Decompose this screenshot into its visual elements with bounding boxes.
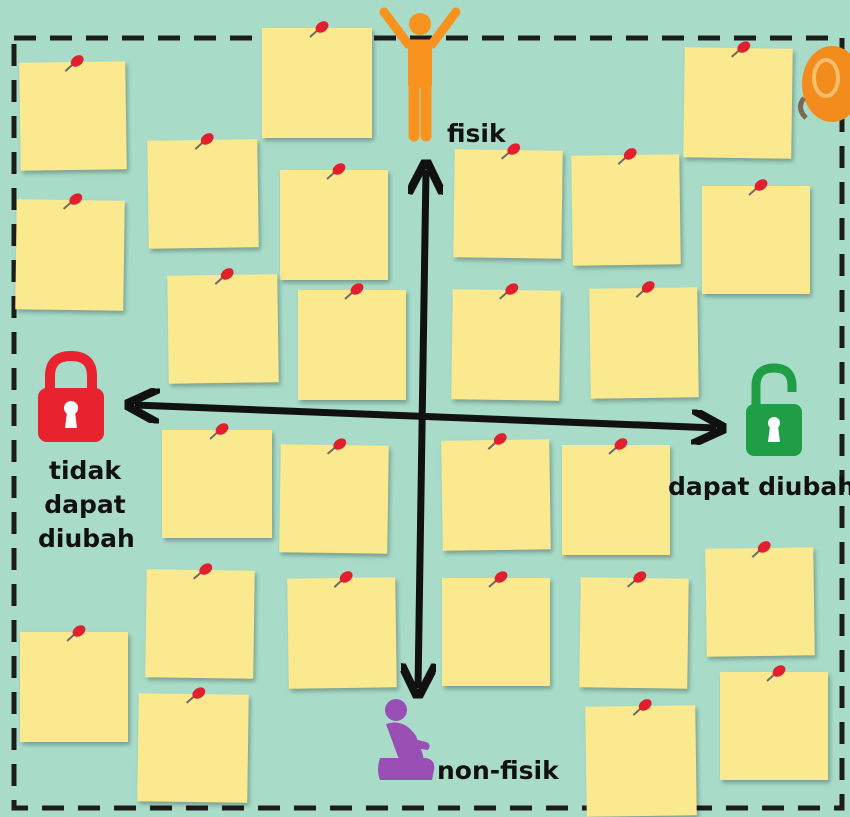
sticky-note <box>720 665 828 780</box>
pushpin-icon <box>214 268 234 285</box>
vertical-axis-arrow <box>418 170 426 688</box>
pushpin-icon <box>326 163 346 180</box>
sticky-note <box>167 268 279 384</box>
person-arms-raised-icon <box>379 7 461 142</box>
sticky-note <box>20 625 128 742</box>
pushpin-icon <box>192 563 213 580</box>
sticky-note <box>451 283 561 401</box>
sticky-note <box>262 21 372 138</box>
pushpin-icon <box>766 665 786 682</box>
sticky-note <box>702 179 810 294</box>
kneeling-person-icon <box>378 699 435 780</box>
pushpin-icon <box>488 571 508 588</box>
pushpin-icon <box>62 193 83 210</box>
sticky-note <box>15 193 125 311</box>
label-non-fisik: non-fisik <box>437 756 559 785</box>
label-tidak-dapat-diubah: tidak dapat diubah <box>38 454 135 556</box>
sticky-note <box>19 55 127 171</box>
pushpin-icon <box>309 21 329 38</box>
unlocked-padlock-icon <box>746 363 802 456</box>
pushpin-icon <box>194 133 214 150</box>
sticky-note <box>287 571 397 689</box>
sticky-note <box>589 281 699 399</box>
label-dapat-diubah: dapat diubah <box>668 472 850 501</box>
pushpin-icon <box>185 687 206 704</box>
sticky-note <box>162 423 272 538</box>
pushpin-icon <box>748 179 768 196</box>
sticky-note <box>453 143 563 259</box>
pushpin-icon <box>66 625 86 642</box>
pushpin-icon <box>500 143 521 160</box>
pushpin-icon <box>751 541 771 558</box>
orange-pin-head-icon <box>798 46 850 122</box>
sticky-note <box>147 133 259 249</box>
pushpin-icon <box>64 55 84 72</box>
sticky-note <box>442 571 550 686</box>
sticky-note <box>145 563 255 679</box>
pushpin-icon <box>730 41 751 58</box>
label-fisik: fisik <box>447 119 506 148</box>
pushpin-icon <box>498 283 519 300</box>
locked-padlock-icon <box>38 350 104 442</box>
dashed-border <box>11 35 845 811</box>
sticky-note <box>683 41 793 159</box>
sticky-note <box>571 148 681 266</box>
sticky-note <box>137 687 249 803</box>
sticky-note <box>298 283 406 400</box>
pushpin-icon <box>344 283 364 300</box>
sticky-note <box>585 699 697 817</box>
label-tidak: tidak <box>49 456 121 485</box>
pushpin-icon <box>626 571 647 588</box>
sticky-note <box>280 163 388 280</box>
horizontal-axis-arrow <box>135 405 716 428</box>
pushpin-icon <box>635 281 655 298</box>
pushpin-icon <box>632 699 652 716</box>
sticky-note <box>579 571 689 689</box>
pushpin-icon <box>617 148 637 165</box>
label-dapat: dapat <box>44 490 126 519</box>
pushpin-icon <box>333 571 353 588</box>
sticky-note <box>705 541 815 657</box>
label-diubah: diubah <box>38 524 135 553</box>
sticky-note <box>562 438 670 555</box>
